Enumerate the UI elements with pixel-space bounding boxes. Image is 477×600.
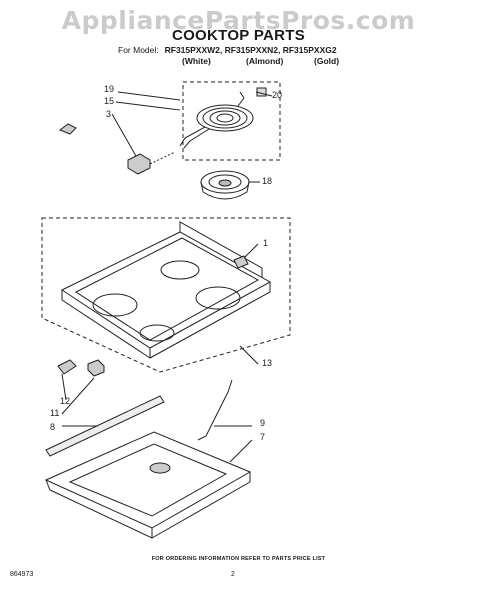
burner-opening-front-left bbox=[92, 293, 138, 317]
color-gold: (Gold) bbox=[314, 56, 340, 66]
ordering-note: FOR ORDERING INFORMATION REFER TO PARTS … bbox=[151, 556, 326, 562]
callout-3: 3 bbox=[106, 109, 111, 119]
callout-1: 1 bbox=[263, 238, 268, 248]
callout-labels: 19 15 3 20 18 1 13 12 11 8 9 7 bbox=[50, 84, 282, 442]
color-almond: (Almond) bbox=[246, 56, 284, 66]
color-white: (White) bbox=[182, 56, 211, 66]
callout-20: 20 bbox=[272, 90, 282, 100]
callout-13: 13 bbox=[262, 358, 272, 368]
model-list: RF315PXXW2, RF315PXXN2, RF315PXXG2 bbox=[164, 45, 337, 55]
element-group-outline bbox=[182, 81, 281, 161]
spacer bbox=[87, 359, 105, 377]
callout-18: 18 bbox=[262, 176, 272, 186]
callout-15: 15 bbox=[104, 96, 114, 106]
callout-12: 12 bbox=[60, 396, 70, 406]
callout-9: 9 bbox=[260, 418, 265, 428]
surface-element bbox=[179, 91, 254, 149]
callout-11: 11 bbox=[50, 408, 59, 418]
watermark: AppliancePartsPros.com bbox=[61, 6, 416, 35]
wire-rod bbox=[197, 379, 233, 441]
model-line: For Model: RF315PXXW2, RF315PXXN2, RF315P… bbox=[118, 45, 337, 55]
burner-opening-rear-left bbox=[160, 260, 200, 280]
callout-7: 7 bbox=[260, 432, 265, 442]
page-title: COOKTOP PARTS bbox=[171, 27, 306, 44]
drip-bowl bbox=[200, 170, 250, 200]
callout-8: 8 bbox=[50, 422, 55, 432]
document-number: 864973 bbox=[10, 571, 34, 578]
burner-opening-rear-right bbox=[195, 286, 241, 310]
cooktop-group-outline bbox=[41, 217, 291, 373]
base-pan bbox=[44, 431, 252, 539]
receptacle-clip bbox=[58, 123, 77, 135]
burner-opening-front-right bbox=[139, 324, 175, 342]
page-number: 2 bbox=[231, 571, 235, 578]
receptacle-block bbox=[127, 153, 151, 175]
hinge-part bbox=[233, 255, 249, 269]
support-bracket bbox=[57, 359, 77, 375]
callout-19: 19 bbox=[104, 84, 114, 94]
front-trim bbox=[45, 395, 165, 457]
cooktop-panel bbox=[60, 221, 272, 359]
terminal-block bbox=[256, 87, 267, 97]
model-label: For Model: bbox=[118, 45, 159, 55]
